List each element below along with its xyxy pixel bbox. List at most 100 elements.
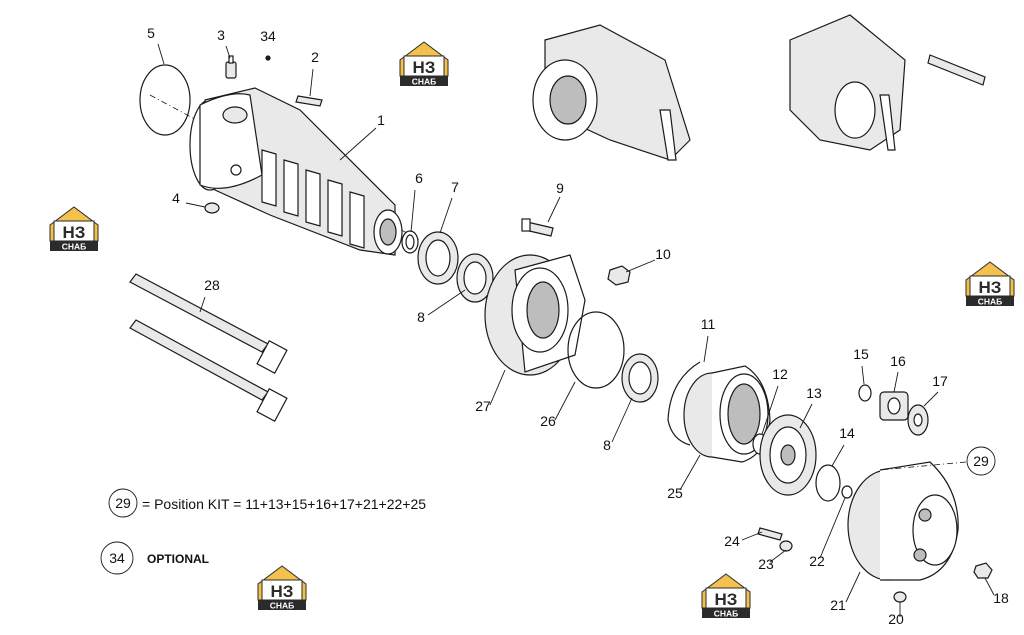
leader-line [703, 335, 709, 363]
housing-fin [349, 191, 365, 249]
leader-line [845, 571, 861, 603]
plug-20 [893, 591, 907, 603]
callout-21: 21 [830, 597, 846, 613]
plug-23 [779, 540, 793, 552]
callout-9: 9 [556, 180, 564, 196]
stud-9 [521, 218, 554, 237]
leader-line [769, 549, 787, 563]
wheel-hub-27 [484, 254, 586, 376]
svg-text:СНАБ: СНАБ [412, 77, 437, 87]
svg-text:НЗ: НЗ [979, 278, 1002, 297]
callout-23: 23 [758, 556, 774, 572]
snap-ring-11 [667, 361, 701, 446]
legend-kit-text: = Position KIT = 11+13+15+16+17+21+22+25 [142, 496, 426, 512]
callout-24: 24 [724, 533, 740, 549]
callout-7: 7 [451, 179, 459, 195]
leader-line [831, 444, 845, 467]
leader-line [185, 202, 206, 208]
housing-fin [261, 149, 277, 207]
svg-text:СНАБ: СНАБ [978, 297, 1003, 307]
plug-4 [204, 202, 220, 214]
legend: 29 = Position KIT = 11+13+15+16+17+21+22… [100, 488, 426, 575]
callout-17: 17 [932, 373, 948, 389]
leader-line [199, 296, 206, 313]
hub-cover-21 [847, 461, 959, 581]
legend-optional-text: OPTIONAL [147, 552, 209, 566]
housing-fin [305, 169, 321, 227]
housing-fin [327, 179, 343, 237]
leader-line [625, 259, 656, 273]
leader-line [923, 391, 939, 407]
callout-14: 14 [839, 425, 855, 441]
bearing-8a [456, 253, 494, 303]
leader-line [547, 196, 561, 223]
legend-optional-number: 34 [109, 550, 125, 566]
callout-26: 26 [540, 413, 556, 429]
leader-line [819, 497, 846, 559]
circled-callout-29: 29 [879, 446, 996, 476]
svg-text:СНАБ: СНАБ [714, 609, 739, 619]
leader-line [679, 454, 701, 491]
leader-line [984, 577, 995, 596]
callout-20: 20 [888, 611, 904, 627]
callout-18: 18 [993, 590, 1009, 606]
svg-text:29: 29 [973, 453, 989, 469]
breather-3 [225, 55, 237, 79]
leader-line [339, 127, 377, 161]
leader-line [157, 43, 165, 65]
svg-text:НЗ: НЗ [63, 223, 86, 242]
bolt-24 [757, 527, 783, 541]
o-ring-26 [567, 311, 625, 389]
callout-27: 27 [475, 398, 491, 414]
leader-line [309, 68, 314, 97]
callout-11: 11 [701, 316, 716, 332]
bolt-2 [295, 95, 323, 107]
callout-28: 28 [204, 277, 220, 293]
housing-view-top-middle [532, 24, 691, 161]
seal-7 [417, 231, 459, 285]
leader-line [410, 189, 416, 233]
seal-6 [401, 230, 419, 254]
leader-line [799, 403, 813, 429]
leader-line [611, 397, 633, 443]
callout-16: 16 [890, 353, 906, 369]
dot-34 [265, 55, 271, 61]
leader-line [893, 371, 899, 393]
callout-8: 8 [603, 437, 611, 453]
callout-8: 8 [417, 309, 425, 325]
leader-line [861, 365, 865, 385]
bearing-8b [621, 353, 659, 403]
callout-2: 2 [311, 49, 319, 65]
callout-12: 12 [772, 366, 788, 382]
svg-text:СНАБ: СНАБ [270, 601, 295, 611]
callout-34: 34 [260, 28, 276, 44]
callout-5: 5 [147, 25, 155, 41]
leader-line [741, 531, 763, 541]
leader-line [225, 45, 231, 59]
plate-14 [815, 464, 841, 502]
plug-18 [973, 562, 993, 579]
svg-text:НЗ: НЗ [413, 58, 436, 77]
legend-kit-number: 29 [115, 495, 131, 511]
o-ring-5 [139, 64, 191, 136]
callout-10: 10 [655, 246, 671, 262]
leader-line [761, 385, 779, 435]
leader-line [554, 381, 576, 421]
drive-shaft-28 [129, 273, 288, 422]
svg-text:НЗ: НЗ [271, 582, 294, 601]
leader-line [427, 289, 466, 316]
callout-6: 6 [415, 170, 423, 186]
housing-view-top-right [789, 14, 986, 151]
planet-carrier-13 [759, 414, 817, 496]
svg-text:НЗ: НЗ [715, 590, 738, 609]
axle-housing [149, 87, 421, 256]
gear-17 [907, 404, 929, 436]
nut-10 [607, 265, 631, 286]
svg-text:СНАБ: СНАБ [62, 242, 87, 252]
